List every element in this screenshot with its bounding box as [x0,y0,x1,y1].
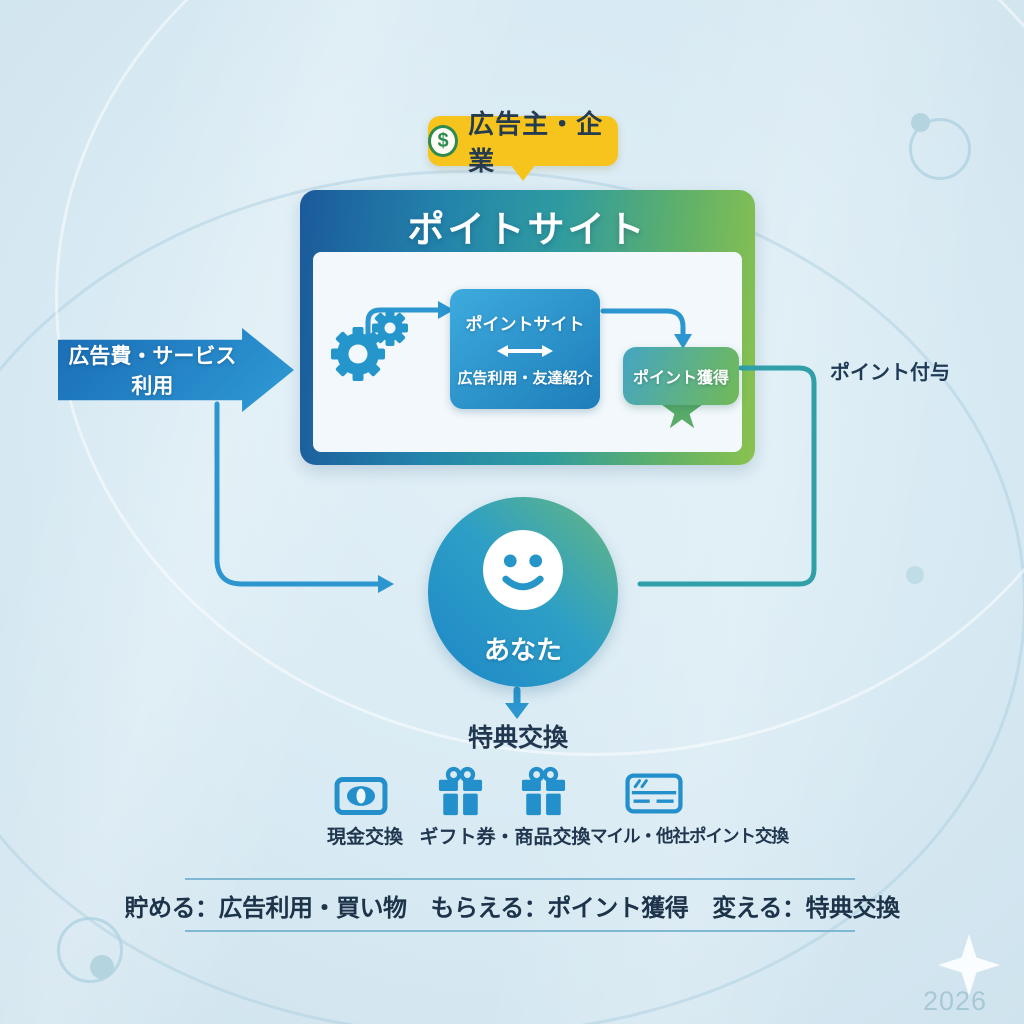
summary-segment: 貯める：広告利用・買い物 [124,895,407,922]
user-circle: あなた [428,497,618,687]
point-grant-label: ポイント付与 [830,362,950,384]
point-gain-label: ポイント獲得 [632,370,729,387]
summary-segment: もらえる：ポイント獲得 [430,895,689,922]
advertiser-badge: $ 広告主・企業 [428,109,618,181]
flow-box-top-label: ポイントサイト [465,315,585,334]
decor-ring [57,917,123,983]
decor-dot [906,566,924,584]
advertiser-badge-label: 広告主・企業 [468,109,604,176]
decor-dot [911,113,930,132]
flow-box-bottom-label: 広告利用・友達紹介 [457,370,593,387]
gears-icon [320,306,412,397]
pointsite-flow-box: ポイントサイト 広告利用・友達紹介 [450,289,600,409]
dollar-coin-icon: $ [428,125,459,157]
year-label: 2026 [922,986,988,1016]
decor-dot [90,955,114,979]
ad-fee-arrow-label: 広告費・サービス利用 [68,345,237,398]
gift-icon [520,766,567,821]
summary-top-rule [185,878,855,880]
gift-exchange-label: ギフト券・商品交換 [419,827,591,848]
double-arrow-icon [497,345,553,357]
cash-exchange-label: 現金交換 [326,827,403,848]
summary-bar: 貯める：広告利用・買い物 もらえる：ポイント獲得 変える：特典交換 [124,888,900,923]
point-gain-box: ポイント獲得 [623,347,739,405]
miles-exchange-label: マイル・他社ポイント交換 [590,826,789,846]
cash-icon [333,777,389,820]
credit-card-icon [625,773,683,819]
summary-segment: 変える：特典交換 [712,895,900,922]
dollar-sign: $ [437,129,449,152]
user-label: あなた [483,635,562,665]
exchange-title: 特典交換 [467,724,568,752]
smiley-face-icon [483,530,563,610]
decor-ring [909,118,971,180]
gift-icon [437,766,484,821]
summary-bottom-rule [185,930,855,932]
ad-fee-arrow: 広告費・サービス利用 [58,328,294,412]
badge-tail [510,164,536,181]
panel-title: ポイトサイト [407,209,648,250]
